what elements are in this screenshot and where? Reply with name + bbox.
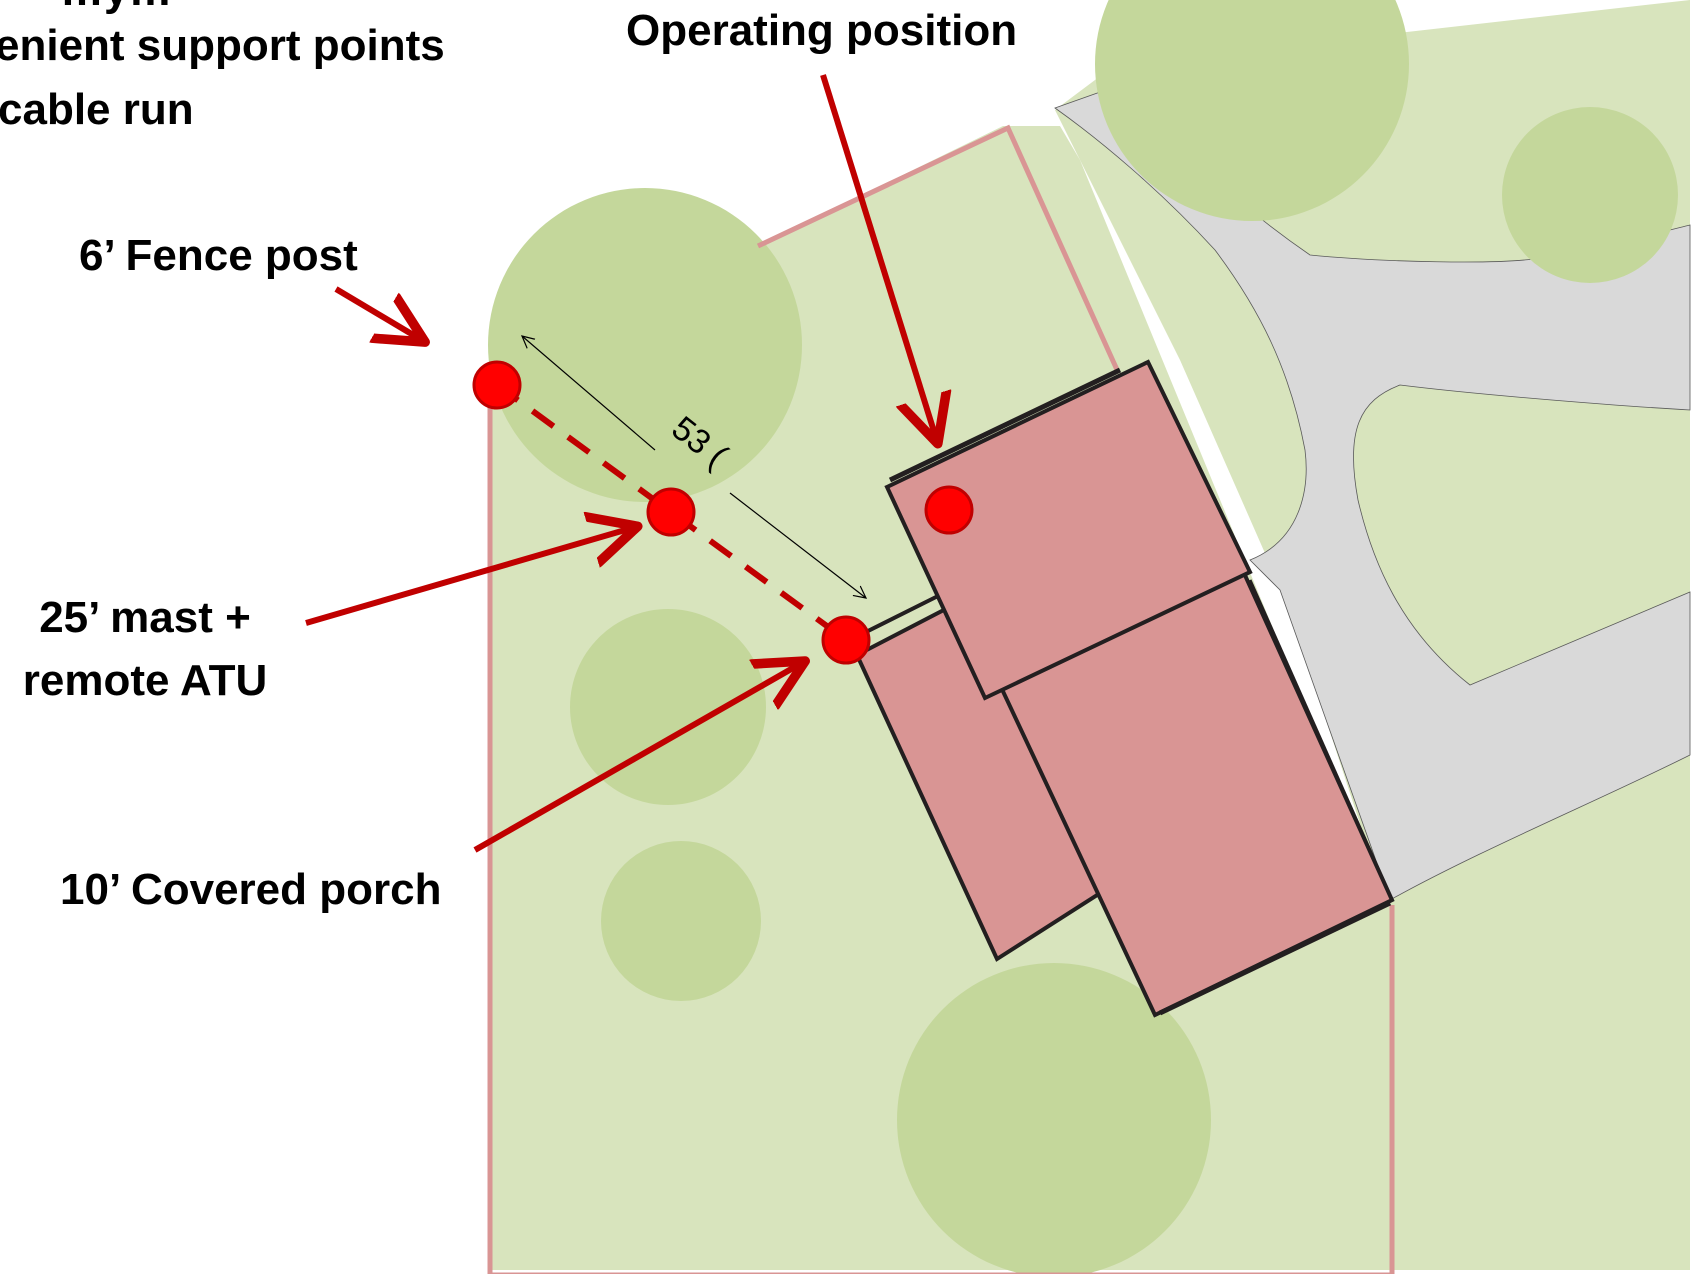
mast-point[interactable] <box>646 487 696 537</box>
porch-point[interactable] <box>821 615 871 665</box>
tree-top-center <box>1095 0 1409 221</box>
property-boundary <box>756 124 1121 374</box>
mast-arrow <box>305 528 632 626</box>
property-boundary-west-south <box>487 378 1395 1274</box>
fence-post-point[interactable] <box>472 360 522 410</box>
fence-post-arrow <box>334 286 420 339</box>
house-front-block <box>884 359 1253 701</box>
operating-position-point[interactable] <box>924 485 974 535</box>
mast-label-line1: 25’ mast + <box>39 593 251 642</box>
title-line-2: enient support points <box>0 21 445 70</box>
title-line-3: cable run <box>0 85 194 134</box>
lawn-lower-right <box>1385 780 1690 1270</box>
dimension-line-a <box>522 336 656 451</box>
tree-bottom <box>897 963 1211 1274</box>
house-roof-shadow-bottom <box>1158 900 1392 1016</box>
tree-mid-left <box>570 609 766 805</box>
driveway <box>1054 84 1691 901</box>
antenna-wire-dashed <box>495 382 848 643</box>
house-roof-shadow-right <box>1248 579 1394 901</box>
fence-post-label: 6’ Fence post <box>79 231 358 280</box>
covered-porch-label: 10’ Covered porch <box>60 865 441 914</box>
operating-position-arrow <box>820 74 936 438</box>
dimension-line-b <box>729 492 866 598</box>
tree-low-left <box>601 841 761 1001</box>
porch-arrow <box>473 664 800 853</box>
title-line-1: …y… <box>60 0 172 15</box>
operating-position-label: Operating position <box>626 6 1017 55</box>
mast-label-line2: remote ATU <box>23 656 267 705</box>
tree-large-left <box>488 188 802 502</box>
tree-top-right <box>1502 107 1678 283</box>
house-roof-shadow-top <box>888 367 1122 483</box>
